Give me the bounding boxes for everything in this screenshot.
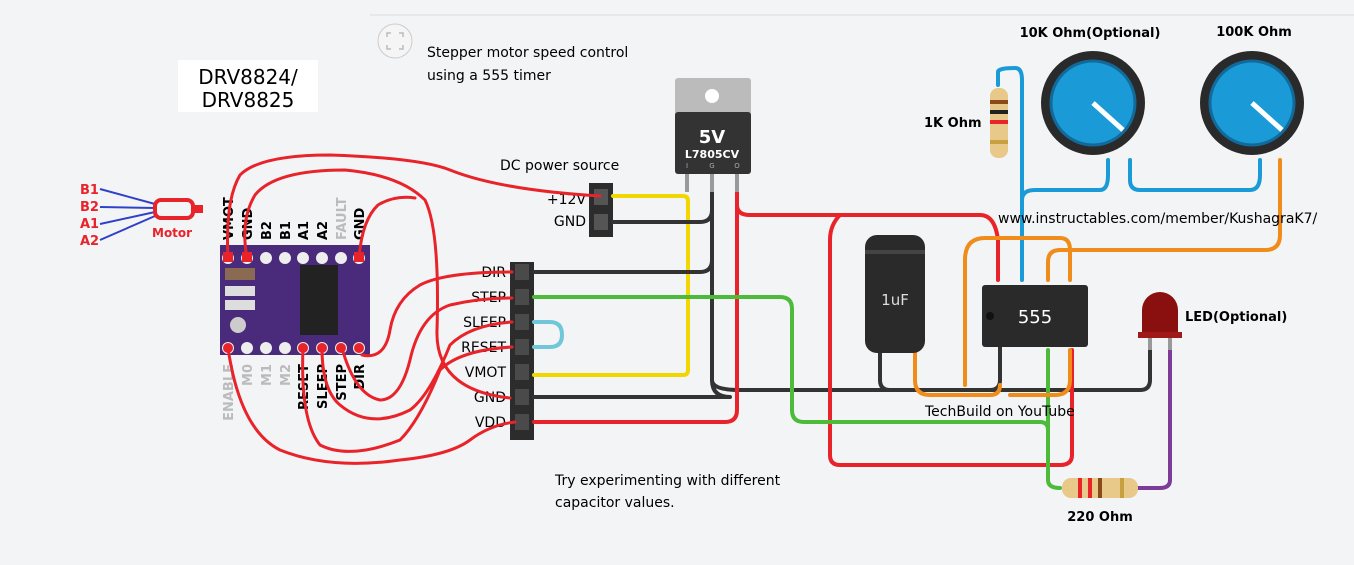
regulator-voltage: 5V [699,127,726,148]
header-pin [515,414,529,430]
driver-bottom-pin [260,342,272,354]
driver-label-box [178,60,318,112]
driver-top-pin [316,252,328,264]
driver-bottom-label: STEP [335,364,350,401]
resistor-220: 220 Ohm [1062,478,1138,525]
driver-label-line1: DRV8824/ [198,65,298,89]
header-pin-label: SLEEP [463,315,506,331]
driver-bottom-pin [279,342,291,354]
note-line1: Try experimenting with different [554,473,781,489]
svg-text:I: I [686,162,688,170]
driver-bottom-label: M1 [260,364,275,386]
wires [226,66,1282,490]
motor-pin-a2: A2 [80,234,99,249]
title-line1: Stepper motor speed control [427,45,628,61]
driver-top-label: A2 [316,221,331,240]
motor-label: Motor [152,226,192,240]
driver-bottom-pin [241,342,253,354]
resistor-1k-label: 1K Ohm [924,116,982,131]
svg-text:G: G [709,162,714,170]
header-pin [515,339,529,355]
dc-source-label: DC power source [500,158,619,174]
timer-label: 555 [1018,307,1052,328]
capacitor: 1uF [865,235,925,353]
driver-bottom-label: M0 [241,364,256,386]
driver-bottom-label: SLEEP [316,364,331,409]
header-pin [515,264,529,280]
voltage-regulator: 5V L7805CV I G O [675,78,751,192]
motor: B1 B2 A1 A2 Motor [80,183,203,249]
note-line2: capacitor values. [555,495,675,511]
potentiometer-10k: 10K Ohm(Optional) [1020,26,1161,155]
svg-text:O: O [734,162,740,170]
driver-label-line2: DRV8825 [202,88,295,112]
motor-pin-a1: A1 [80,217,99,232]
driver-top-label: B1 [279,221,294,240]
timer-555: 555 [982,285,1088,347]
led-label: LED(Optional) [1185,310,1287,325]
credits-url: www.instructables.com/member/KushagraK7/ [998,211,1317,227]
capacitor-label: 1uF [881,291,909,309]
header-pin [515,389,529,405]
driver-top-pin [297,252,309,264]
header-pin-label: GND [474,390,506,406]
resistor-1k: 1K Ohm [924,88,1008,158]
fullscreen-button[interactable] [377,23,413,59]
header-pin [515,314,529,330]
driver-top-label: B2 [260,221,275,240]
driver-top-pin [335,252,347,264]
driver-top-label: A1 [297,221,312,240]
driver-bottom-label: M2 [279,364,294,386]
resistor-220-label: 220 Ohm [1067,510,1133,525]
motor-pin-b1: B1 [80,183,99,198]
header-pin-label: VMOT [465,365,507,381]
led: LED(Optional) [1138,292,1287,350]
dc-pin-gnd: GND [554,214,586,230]
driver-bottom-label: ENABLE [222,364,237,421]
driver-top-pin [260,252,272,264]
header-pin [515,364,529,380]
motor-pin-b2: B2 [80,200,99,215]
regulator-part: L7805CV [685,148,740,161]
fullscreen-icon [386,32,404,50]
driver-top-pin [279,252,291,264]
dc-pin-12v: +12V [547,192,587,208]
credits-youtube: TechBuild on YouTube [924,404,1075,420]
driver-top-label: FAULT [335,197,350,240]
header-pin [515,289,529,305]
potentiometer-100k: 100K Ohm [1200,25,1304,155]
pot2-label: 100K Ohm [1216,25,1292,40]
pot1-label: 10K Ohm(Optional) [1020,26,1161,41]
title-line2: using a 555 timer [427,68,551,84]
